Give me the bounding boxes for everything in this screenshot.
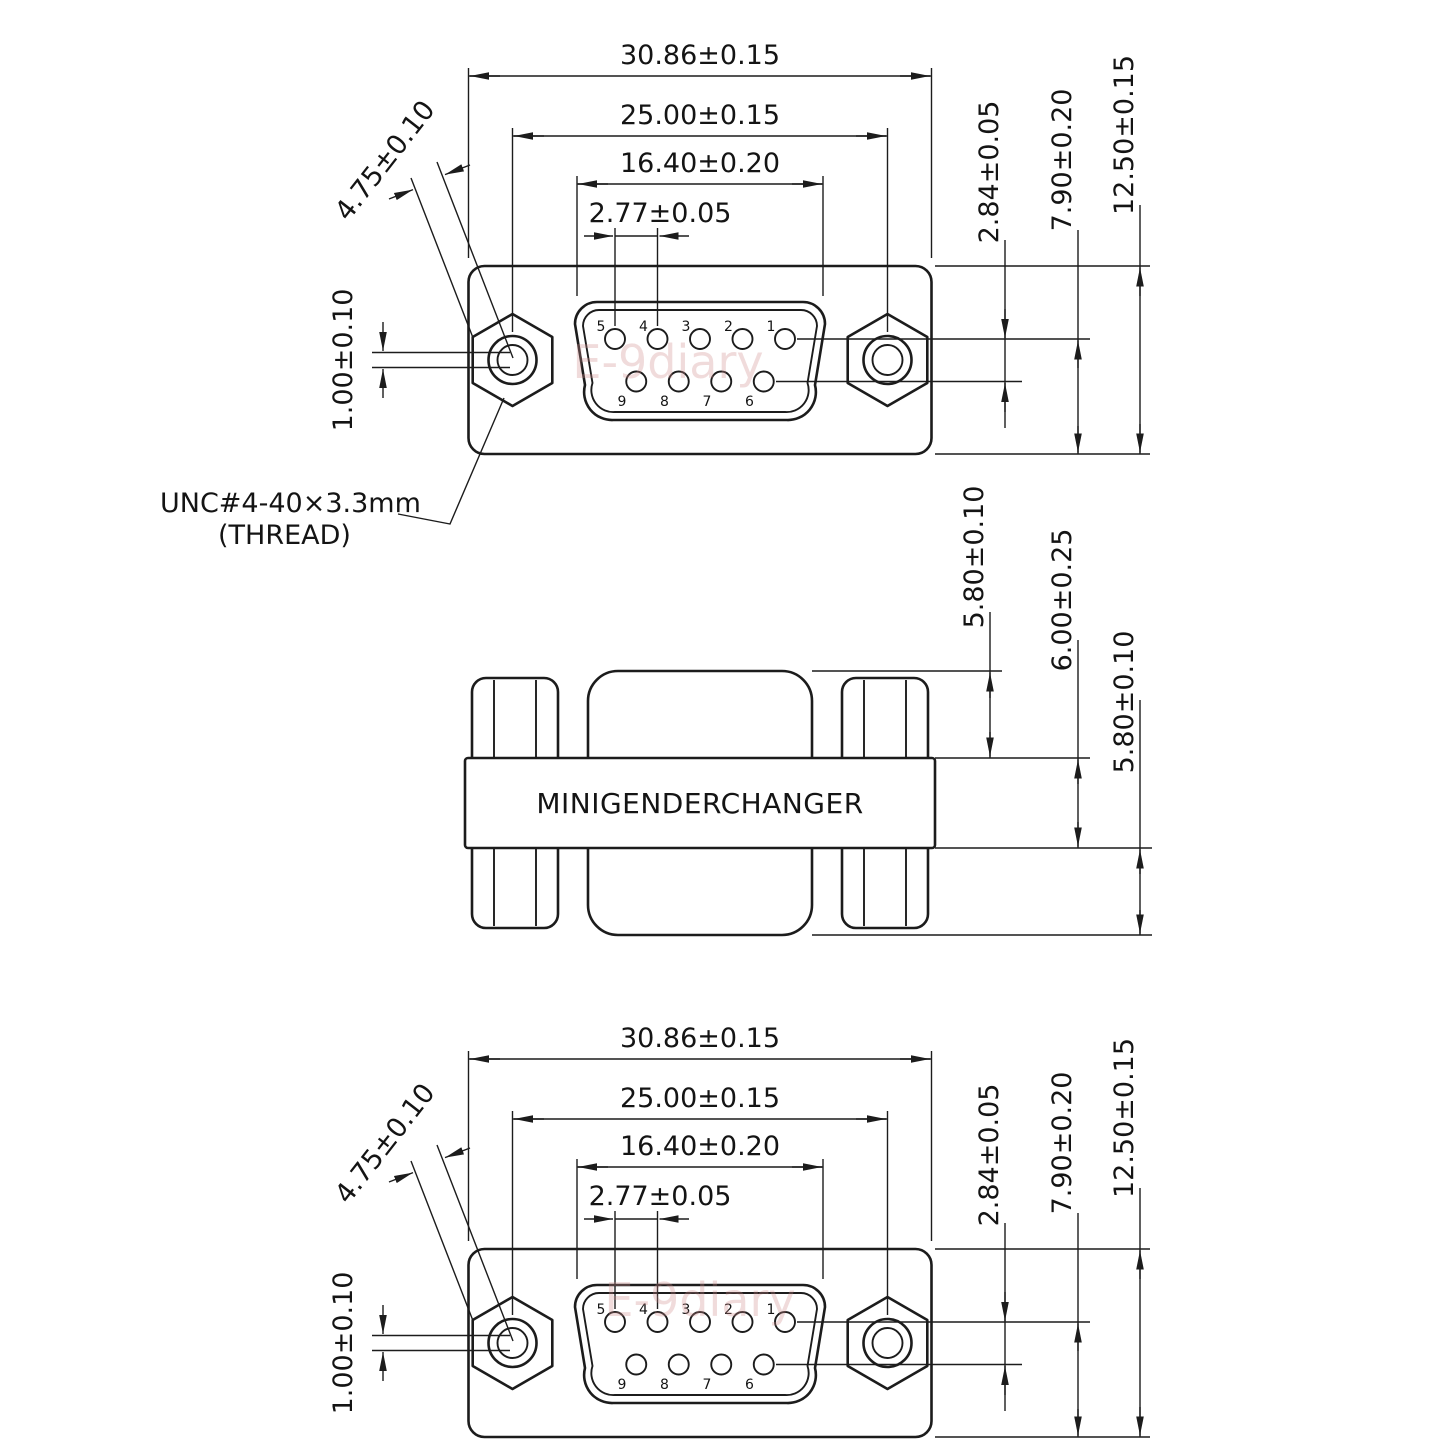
thread-note-leader xyxy=(397,397,505,525)
front-view-bottom xyxy=(328,1023,1150,1437)
watermark: E-9diary xyxy=(604,1273,795,1327)
product-label: MINIGENDERCHANGER xyxy=(536,787,863,820)
thread-note: UNC#4-40×3.3mm (THREAD) xyxy=(160,397,505,551)
side-view: MINIGENDERCHANGER 5.80±0.10 6.00±0.25 5.… xyxy=(463,486,1152,937)
dim-flange: 6.00±0.25 xyxy=(1047,529,1078,672)
thread-note-line1: UNC#4-40×3.3mm xyxy=(160,488,421,519)
watermark: E-9diary xyxy=(572,335,763,389)
flange xyxy=(463,756,937,850)
thread-note-line2: (THREAD) xyxy=(218,520,351,551)
dim-body-top: 5.80±0.10 xyxy=(959,486,990,629)
side-dimension-lines xyxy=(812,612,1152,936)
front-view-top xyxy=(328,40,1150,454)
dim-body-bottom: 5.80±0.10 xyxy=(1109,631,1140,774)
